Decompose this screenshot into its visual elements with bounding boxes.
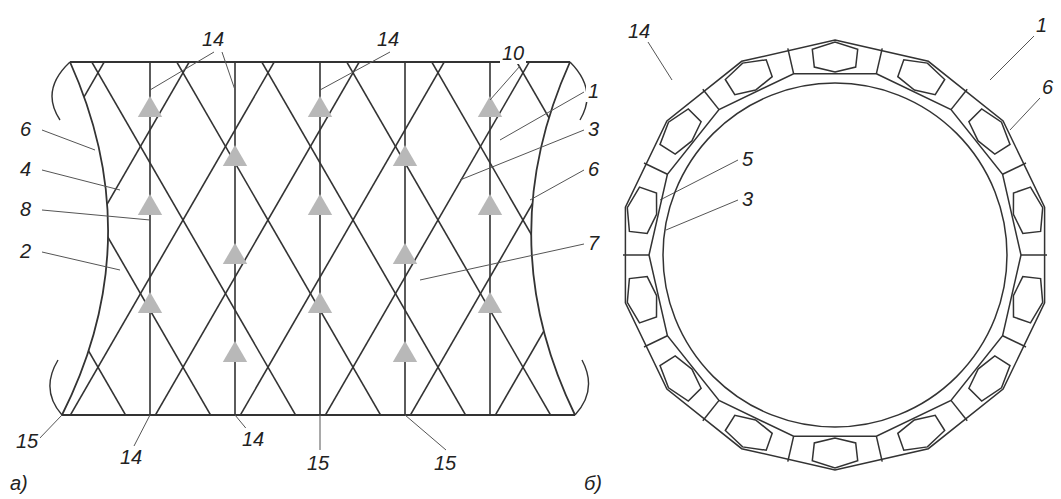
sheet-outline xyxy=(62,62,575,415)
callout-number: 2 xyxy=(18,240,33,262)
rib-line xyxy=(644,336,667,347)
shaded-triangle xyxy=(308,194,332,215)
shaded-triangle xyxy=(478,194,502,215)
shaded-triangle xyxy=(393,341,417,362)
lattice-line xyxy=(404,40,406,440)
rib-line xyxy=(623,254,649,256)
hex-cell xyxy=(898,60,945,95)
callout-number: 5 xyxy=(740,148,755,170)
shaded-triangle xyxy=(393,243,417,264)
lattice-line xyxy=(226,0,480,440)
inner-polygon xyxy=(649,74,1021,437)
shaded-triangle xyxy=(138,96,162,117)
shaded-triangle xyxy=(478,96,502,117)
rib-line xyxy=(703,400,719,420)
hex-cell xyxy=(660,356,701,401)
hex-cell xyxy=(1013,277,1042,323)
rib-line xyxy=(951,89,967,109)
callout-number: 14 xyxy=(200,28,226,50)
callout-number: 14 xyxy=(375,28,401,50)
lattice-line xyxy=(0,0,55,440)
lattice-line xyxy=(396,0,650,440)
lattice-line xyxy=(0,0,225,440)
hex-cell xyxy=(898,415,945,450)
callout-number: 4 xyxy=(18,158,33,180)
callout-number: 6 xyxy=(586,158,601,180)
rib-line xyxy=(1021,254,1047,256)
shaded-triangle xyxy=(478,292,502,313)
lattice-line xyxy=(0,0,225,440)
rib-line xyxy=(644,163,667,174)
sheet-edge xyxy=(50,62,589,415)
callout-number: 8 xyxy=(18,198,33,220)
lattice-line xyxy=(234,40,236,440)
callout-number: 7 xyxy=(586,232,601,254)
callout-number: 15 xyxy=(305,452,331,474)
shaded-triangle xyxy=(138,292,162,313)
callout-number: 3 xyxy=(586,118,601,140)
hex-cell xyxy=(1013,187,1042,233)
rib-line xyxy=(1003,163,1026,174)
callout-number: 10 xyxy=(500,42,526,64)
callout-number: 15 xyxy=(432,452,458,474)
lattice-line xyxy=(481,0,735,440)
lattice-line xyxy=(56,0,310,440)
callout-number: 15 xyxy=(14,430,40,452)
rib-line xyxy=(1003,336,1026,347)
shaded-triangle xyxy=(223,243,247,264)
callout-number: б) xyxy=(582,472,604,494)
callout-number: 14 xyxy=(626,20,652,42)
rib-line xyxy=(788,436,794,461)
hex-cell xyxy=(812,438,857,468)
callout-number: 6 xyxy=(1040,76,1055,98)
callout-number: 6 xyxy=(18,118,33,140)
hex-cell xyxy=(627,187,656,233)
callout-number: 1 xyxy=(1034,14,1049,36)
callout-number: 3 xyxy=(740,188,755,210)
lattice-line xyxy=(396,0,650,440)
lattice-line xyxy=(311,0,565,440)
rib-line xyxy=(876,436,882,461)
lattice-line xyxy=(566,0,820,440)
rib-line xyxy=(876,48,882,73)
hex-cell xyxy=(660,109,701,154)
hex-cell xyxy=(812,42,857,72)
callout-number: 14 xyxy=(240,428,266,450)
callout-number: 1 xyxy=(586,80,601,102)
outer-polygon xyxy=(625,40,1044,470)
shaded-triangle xyxy=(308,96,332,117)
lattice-line xyxy=(481,0,735,440)
shaded-triangle xyxy=(223,341,247,362)
hex-cell xyxy=(725,60,772,95)
ring-section xyxy=(623,40,1047,470)
shaded-triangle xyxy=(308,292,332,313)
lattice-line xyxy=(56,0,310,440)
hex-cell xyxy=(725,415,772,450)
lattice-line xyxy=(0,0,140,440)
lattice-line xyxy=(0,0,55,440)
callout-number: 14 xyxy=(118,446,144,468)
lattice-line xyxy=(0,0,140,440)
lattice-line xyxy=(311,0,565,440)
hex-cell xyxy=(969,109,1010,154)
rib-line xyxy=(703,89,719,109)
rib-line xyxy=(951,400,967,420)
hex-cell xyxy=(627,277,656,323)
lattice-line xyxy=(566,0,820,440)
callout-number: а) xyxy=(8,472,30,494)
shaded-triangle xyxy=(223,145,247,166)
leader-lines xyxy=(38,34,1040,450)
lattice-line xyxy=(226,0,480,440)
rib-line xyxy=(788,48,794,73)
lattice-line xyxy=(141,0,395,440)
inner-circle xyxy=(663,83,1007,427)
shaded-triangle xyxy=(138,194,162,215)
shaded-triangle xyxy=(393,145,417,166)
lattice-line xyxy=(141,0,395,440)
hex-cell xyxy=(969,356,1010,401)
